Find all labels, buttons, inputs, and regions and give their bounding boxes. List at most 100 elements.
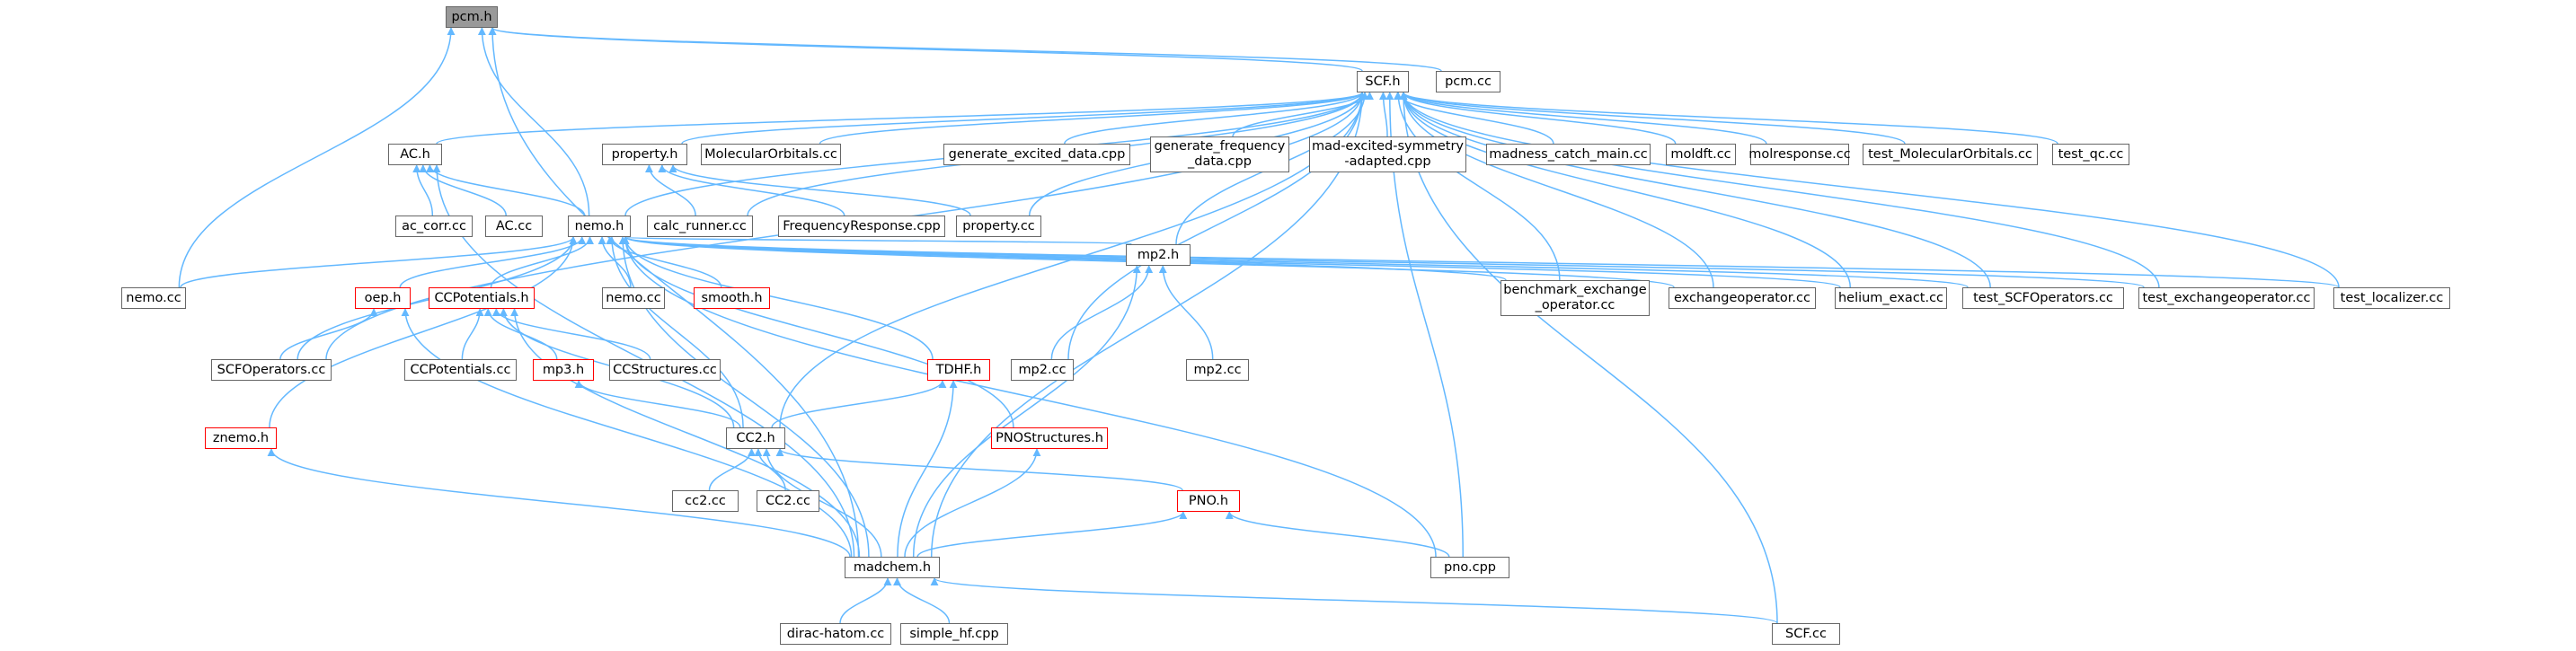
edge-madchem-h-to-ccpotentials-h [510,308,861,558]
node-ccpotentials-cc[interactable]: CCPotentials.cc [404,359,517,381]
edge-test-localizer-cc-to-nemo-h [622,236,2340,288]
node-pcm-cc[interactable]: pcm.cc [1436,71,1500,92]
node-mp2-cc-left[interactable]: mp2.cc [1011,359,1074,381]
edge-generate-excited-data-cpp-to-scf-h [1064,92,1367,145]
edge-dirac-hatom-cc-to-madchem-h [839,577,892,624]
edge-nemo-cc-left-to-pcm-h [178,27,456,288]
edge-nemo-cc-left-to-nemo-h [180,236,578,288]
node-molresponse-cc[interactable]: molresponse.cc [1748,144,1851,165]
node-mp2-cc-right[interactable]: mp2.cc [1186,359,1249,381]
node-znemo-h[interactable]: znemo.h [205,427,277,449]
node-exchangeoperator-cc[interactable]: exchangeoperator.cc [1669,287,1816,309]
node-molecularorbitals-cc[interactable]: MolecularOrbitals.cc [701,144,841,165]
edge-cc2-h-to-tdhf-h [771,380,947,428]
edge-madchem-h-to-mp2-h [912,265,1141,558]
node-mad-excited-symmetry-adapted-cpp[interactable]: mad-excited-symmetry -adapted.cpp [1309,136,1466,172]
node-nemo-cc-mid[interactable]: nemo.cc [602,287,665,309]
edge-madchem-h-to-scf-h [930,92,1367,558]
edge-ccpotentials-h-to-nemo-h [490,236,594,288]
node-ac-h[interactable]: AC.h [388,144,442,165]
node-cc2-cc-lower[interactable]: cc2.cc [672,490,739,512]
node-pcm-h: pcm.h [446,6,498,28]
node-ccpotentials-h[interactable]: CCPotentials.h [429,287,535,309]
edge-ac-h-to-scf-h [436,92,1367,145]
edge-pno-cpp-to-pno-h [1225,511,1450,558]
edge-property-h-to-scf-h [681,92,1367,145]
node-cc2-h[interactable]: CC2.h [726,427,785,449]
edge-helium-exact-cc-to-scf-h [1399,92,1852,288]
edge-scf-cc-to-madchem-h [930,577,1778,624]
node-benchmark-exchange-operator-cc[interactable]: benchmark_exchange _operator.cc [1500,280,1650,316]
node-oep-h[interactable]: oep.h [355,287,411,309]
node-nemo-cc-left[interactable]: nemo.cc [121,287,186,309]
edge-frequencyresponse-cpp-to-property-h [658,164,845,216]
edge-test-qc-cc-to-scf-h [1399,92,2058,145]
edge-exchangeoperator-cc-to-scf-h [1399,92,1714,288]
edge-moldft-cc-to-scf-h [1399,92,1677,145]
edge-smooth-h-to-nemo-h [606,236,722,288]
node-madness-catch-main-cc[interactable]: madness_catch_main.cc [1486,144,1651,165]
node-scf-h[interactable]: SCF.h [1357,71,1409,92]
edge-pnostructures-h-to-nemo-h [621,236,1014,428]
edge-test-molecularorbitals-cc-to-scf-h [1399,92,1906,145]
node-simple-hf-cpp[interactable]: simple_hf.cpp [900,623,1008,645]
node-pno-h[interactable]: PNO.h [1177,490,1240,512]
node-test-qc-cc[interactable]: test_qc.cc [2052,144,2129,165]
edge-pno-cpp-to-nemo-h [621,236,1437,558]
node-test-scfoperators-cc[interactable]: test_SCFOperators.cc [1962,287,2124,309]
node-calc-runner-cc[interactable]: calc_runner.cc [647,216,753,237]
edge-molecularorbitals-cc-to-scf-h [819,92,1367,145]
edge-nemo-h-to-pcm-h [477,27,590,216]
edge-molresponse-cc-to-scf-h [1399,92,1767,145]
edge-ac-corr-cc-to-ac-h [412,164,434,216]
edge-madchem-h-to-znemo-h [267,448,851,558]
node-generate-frequency-data-cpp[interactable]: generate_frequency _data.cpp [1150,136,1289,172]
edge-test-scfoperators-cc-to-scf-h [1399,92,1991,288]
node-mp2-h[interactable]: mp2.h [1126,244,1191,266]
edge-scfoperators-cc-to-oep-h [279,308,378,360]
node-property-cc[interactable]: property.cc [956,216,1041,237]
node-pno-cpp[interactable]: pno.cpp [1430,557,1509,578]
edge-oep-h-to-nemo-h [399,236,587,288]
edge-madchem-h-to-oep-h [401,308,853,558]
node-test-molecularorbitals-cc[interactable]: test_MolecularOrbitals.cc [1863,144,2038,165]
node-madchem-h[interactable]: madchem.h [845,557,940,578]
edge-mp2-cc-right-to-mp2-h [1158,265,1214,360]
node-dirac-hatom-cc[interactable]: dirac-hatom.cc [780,623,891,645]
edge-ccpotentials-cc-to-ccpotentials-h [461,308,484,360]
edge-calc-runner-cc-to-property-h [644,164,696,216]
node-scfoperators-cc[interactable]: SCFOperators.cc [211,359,332,381]
node-helium-exact-cc[interactable]: helium_exact.cc [1835,287,1947,309]
node-tdhf-h[interactable]: TDHF.h [927,359,990,381]
node-mp3-h[interactable]: mp3.h [533,359,594,381]
edge-tdhf-h-to-nemo-h [621,236,934,360]
node-ac-corr-cc[interactable]: ac_corr.cc [395,216,473,237]
edge-madchem-h-to-pcm-h [488,27,860,558]
node-smooth-h[interactable]: smooth.h [694,287,770,309]
edge-mp2-cc-left-to-mp2-h [1050,265,1154,360]
edge-cc2-h-to-mp3-h [574,380,741,428]
edge-simple-hf-cpp-to-madchem-h [893,577,951,624]
edge-test-exchangeoperator-cc-to-scf-h [1399,92,2160,288]
node-moldft-cc[interactable]: moldft.cc [1666,144,1736,165]
edge-madchem-h-to-pno-h [916,511,1188,558]
node-generate-excited-data-cpp[interactable]: generate_excited_data.cpp [943,144,1130,165]
node-ac-cc[interactable]: AC.cc [485,216,543,237]
edge-property-cc-to-property-h [668,164,971,216]
edge-madchem-h-to-pnostructures-h [904,448,1041,558]
node-test-localizer-cc[interactable]: test_localizer.cc [2333,287,2450,309]
edge-test-localizer-cc-to-scf-h [1399,92,2340,288]
edge-ccstructures-cc-to-ccpotentials-h [491,308,651,360]
node-nemo-h[interactable]: nemo.h [568,216,631,237]
node-ccstructures-cc[interactable]: CCStructures.cc [609,359,721,381]
edge-mp2-h-to-nemo-h [622,236,1132,245]
node-test-exchangeoperator-cc[interactable]: test_exchangeoperator.cc [2138,287,2315,309]
edge-pno-h-to-cc2-h [775,448,1183,491]
node-scf-cc[interactable]: SCF.cc [1772,623,1840,645]
node-cc2-cc-upper[interactable]: CC2.cc [757,490,819,512]
node-property-h[interactable]: property.h [602,144,687,165]
edge-cc2-cc-lower-to-cc2-h [708,448,757,491]
edge-madchem-h-to-cc2-h [762,448,882,558]
node-frequencyresponse-cpp[interactable]: FrequencyResponse.cpp [778,216,945,237]
node-pnostructures-h[interactable]: PNOStructures.h [991,427,1108,449]
